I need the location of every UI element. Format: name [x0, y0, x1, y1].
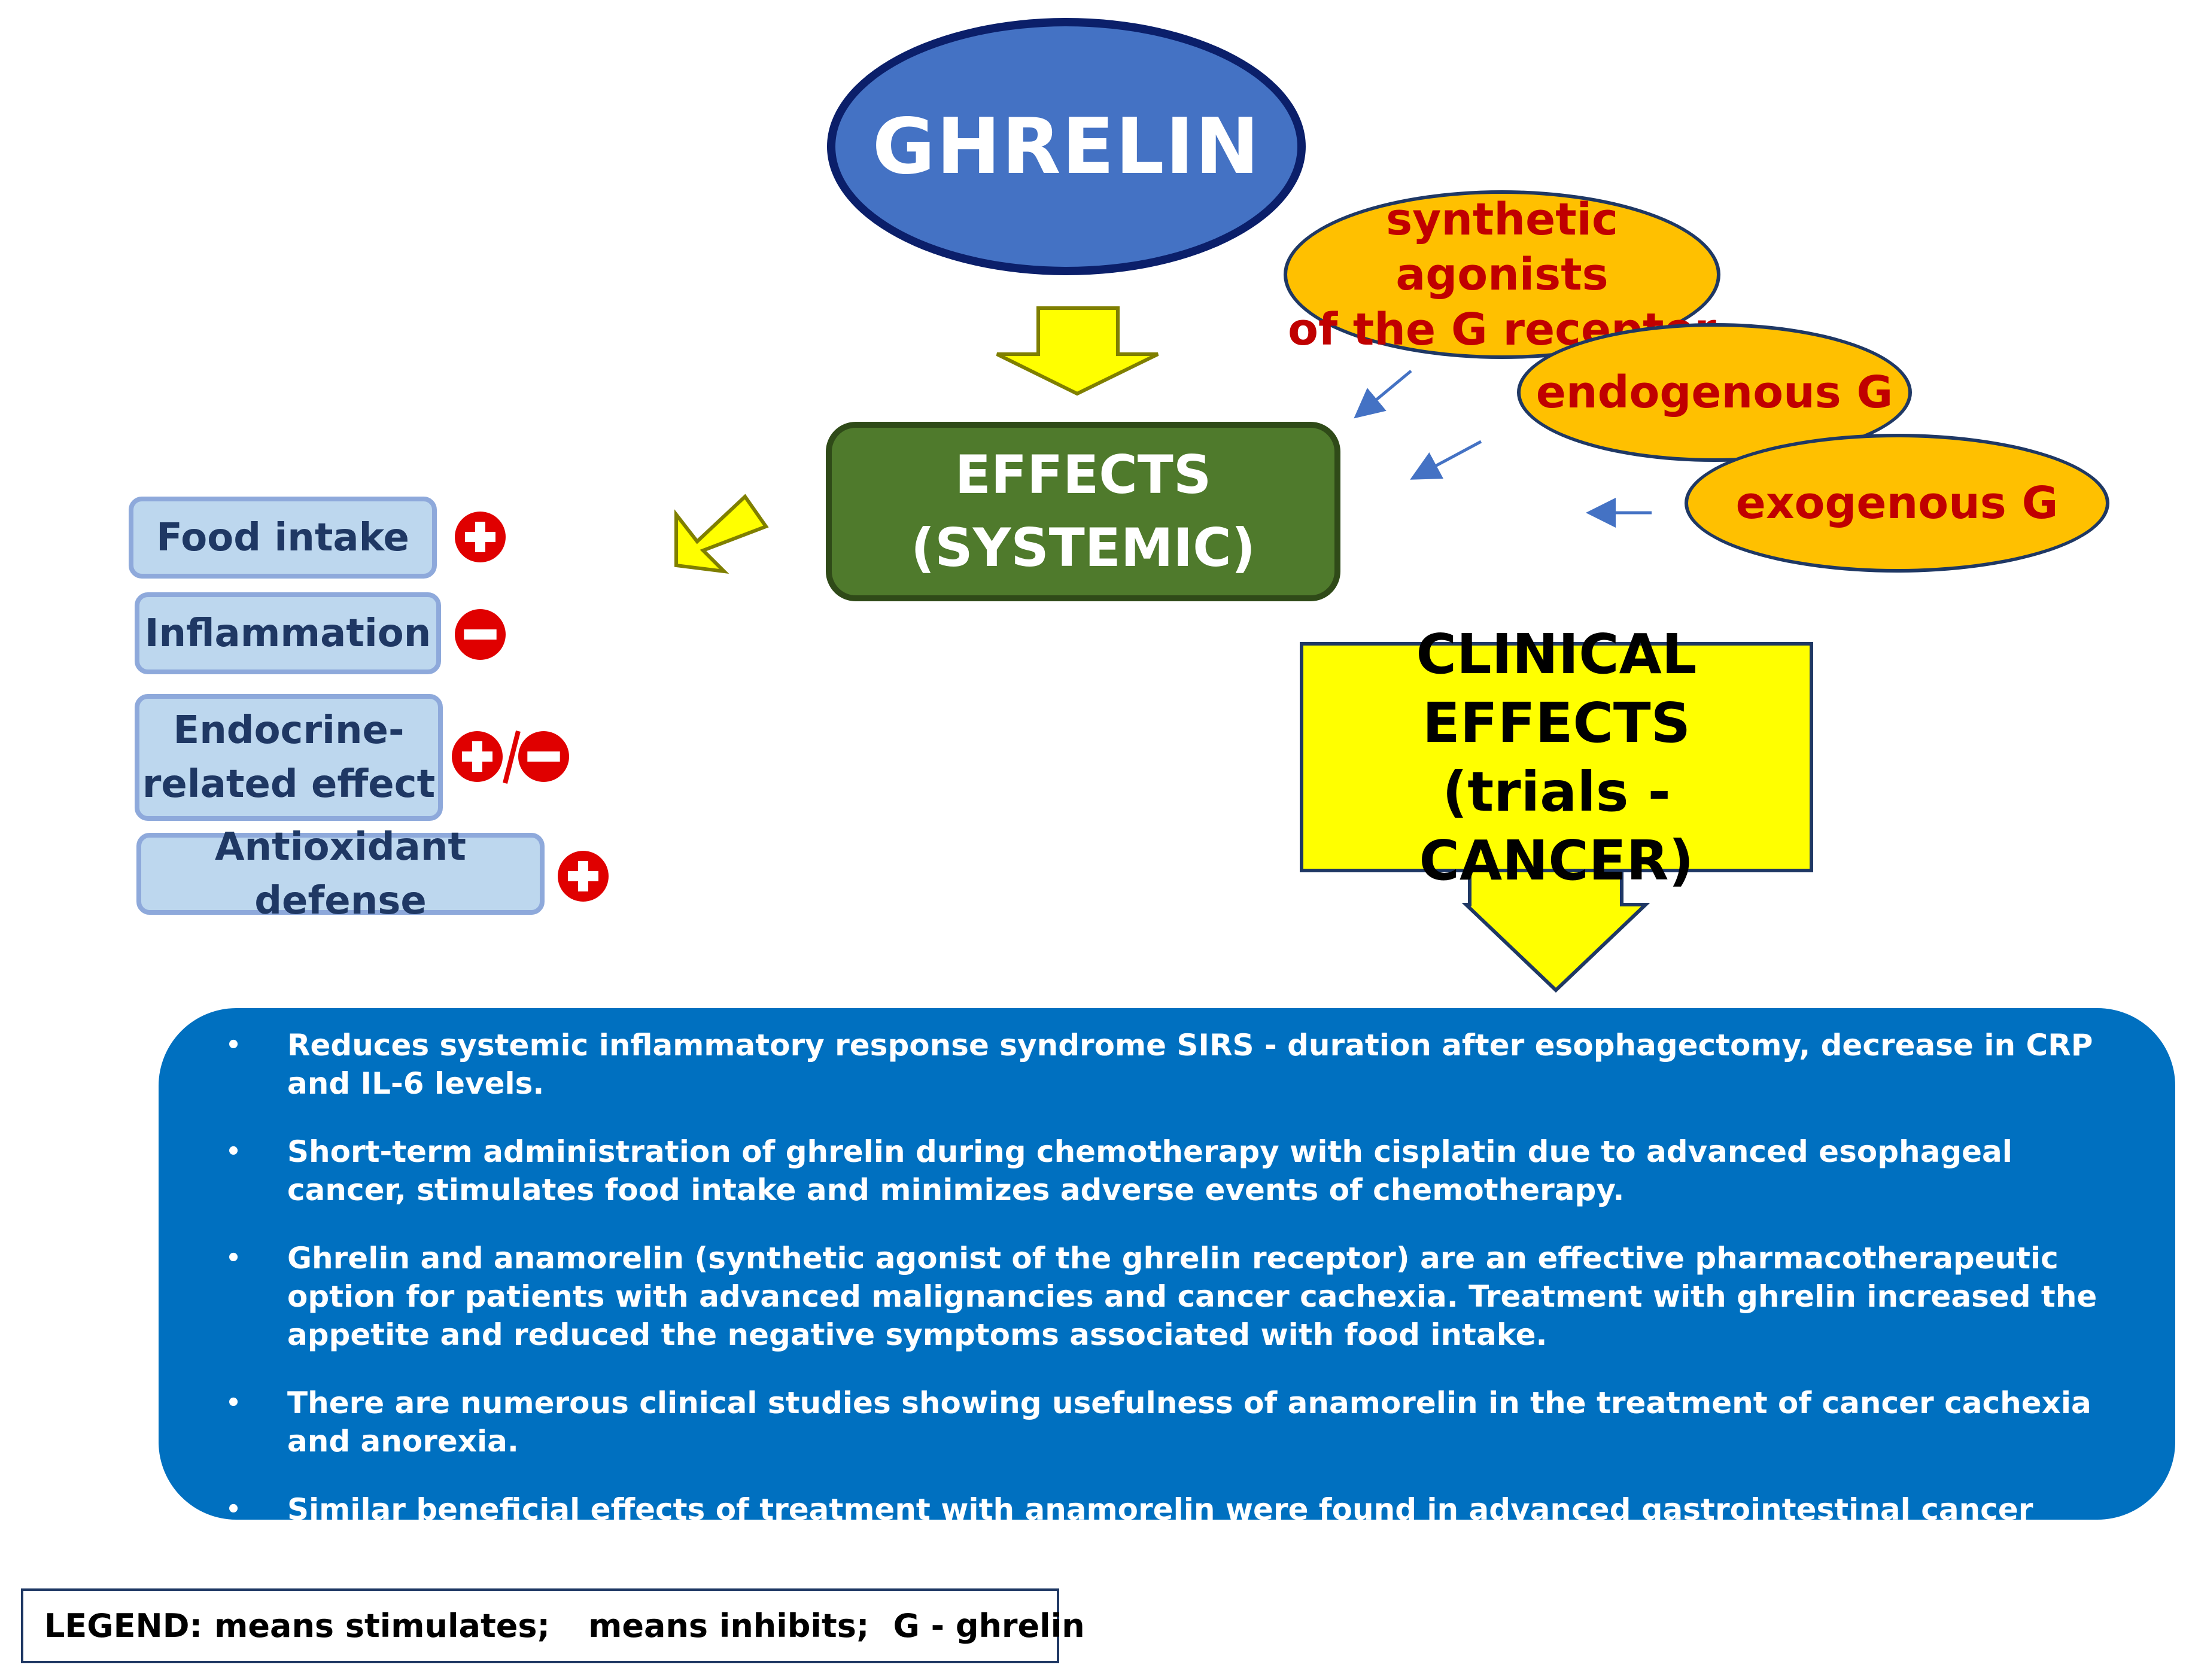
slash-icon — [503, 731, 521, 784]
ghrelin-ellipse: GHRELIN — [827, 18, 1306, 275]
down-arrow-ghrelin-to-effects — [996, 306, 1159, 396]
legend-box: LEGEND: means stimulates; means inhibits… — [21, 1588, 1085, 1663]
effect-label-line2: related effect — [142, 762, 436, 806]
plus-icon — [452, 731, 503, 782]
minus-icon — [518, 731, 569, 782]
legend-plus-text: means stimulates; — [214, 1607, 551, 1645]
bullet-dot: • — [226, 1389, 241, 1417]
list-item: • Reduces systemic inflammatory response… — [224, 1026, 2139, 1103]
list-item: • There are numerous clinical studies sh… — [224, 1384, 2139, 1460]
source-exogenous: exogenous G — [1685, 434, 2109, 573]
clinical-findings-panel: • Reduces systemic inflammatory response… — [159, 1008, 2175, 1565]
list-item-text: Similar beneficial effects of treatment … — [287, 1492, 2033, 1565]
list-item: • Short-term administration of ghrelin d… — [224, 1133, 2139, 1209]
effect-inflammation: Inflammation — [135, 592, 441, 674]
effect-endocrine: Endocrine- related effect — [135, 694, 443, 821]
bullet-dot: • — [226, 1031, 241, 1059]
bullet-dot: • — [226, 1244, 241, 1272]
legend-label: LEGEND: — [44, 1607, 203, 1645]
effects-line1: EFFECTS — [954, 444, 1212, 506]
clinical-line1: CLINICAL — [1416, 622, 1697, 686]
clinical-effects-box: CLINICAL EFFECTS (trials - CANCER) — [1300, 622, 1813, 893]
effect-food-intake: Food intake — [129, 497, 437, 579]
list-item-text: There are numerous clinical studies show… — [287, 1386, 2091, 1459]
list-item-text: Ghrelin and anamorelin (synthetic agonis… — [287, 1241, 2097, 1352]
effect-label-line1: Endocrine- — [173, 708, 405, 753]
effect-label: Antioxidant defense — [215, 824, 466, 923]
minus-icon — [455, 609, 506, 660]
effect-antioxidant: Antioxidant defense — [136, 825, 545, 923]
ghrelin-title: GHRELIN — [872, 102, 1261, 191]
list-item: • Ghrelin and anamorelin (synthetic agon… — [224, 1239, 2139, 1354]
list-item-text: Reduces systemic inflammatory response s… — [287, 1028, 2093, 1101]
arrow-effects-to-effect-list — [674, 494, 769, 574]
effects-systemic-box: EFFECTS (SYSTEMIC) — [826, 422, 1340, 601]
effects-line2: (SYSTEMIC) — [911, 517, 1255, 579]
source-synthetic-line1: synthetic agonists — [1386, 194, 1618, 300]
source-endogenous: endogenous G — [1517, 323, 1912, 462]
source-endogenous-label: endogenous G — [1536, 367, 1893, 418]
effect-label: Inflammation — [144, 611, 431, 656]
plus-icon — [455, 512, 506, 562]
plus-icon — [558, 851, 609, 902]
clinical-down-arrow — [1461, 866, 1650, 993]
arrow-endogenous-to-effects — [1410, 440, 1482, 480]
clinical-line3: (trials - CANCER) — [1419, 759, 1694, 893]
source-synthetic-agonists: synthetic agonists of the G receptor — [1284, 190, 1720, 359]
legend-minus-text: means inhibits; — [588, 1607, 869, 1645]
list-item-text: Short-term administration of ghrelin dur… — [287, 1134, 2012, 1207]
effect-label: Food intake — [156, 515, 409, 560]
clinical-line2: EFFECTS — [1422, 690, 1691, 755]
source-exogenous-label: exogenous G — [1735, 477, 2059, 529]
bullet-dot: • — [226, 1496, 241, 1523]
list-item: • Similar beneficial effects of treatmen… — [224, 1490, 2139, 1567]
legend-g-text: G - ghrelin — [893, 1607, 1085, 1645]
bullet-dot: • — [226, 1138, 241, 1165]
arrow-synthetic-to-effects — [1354, 370, 1412, 419]
